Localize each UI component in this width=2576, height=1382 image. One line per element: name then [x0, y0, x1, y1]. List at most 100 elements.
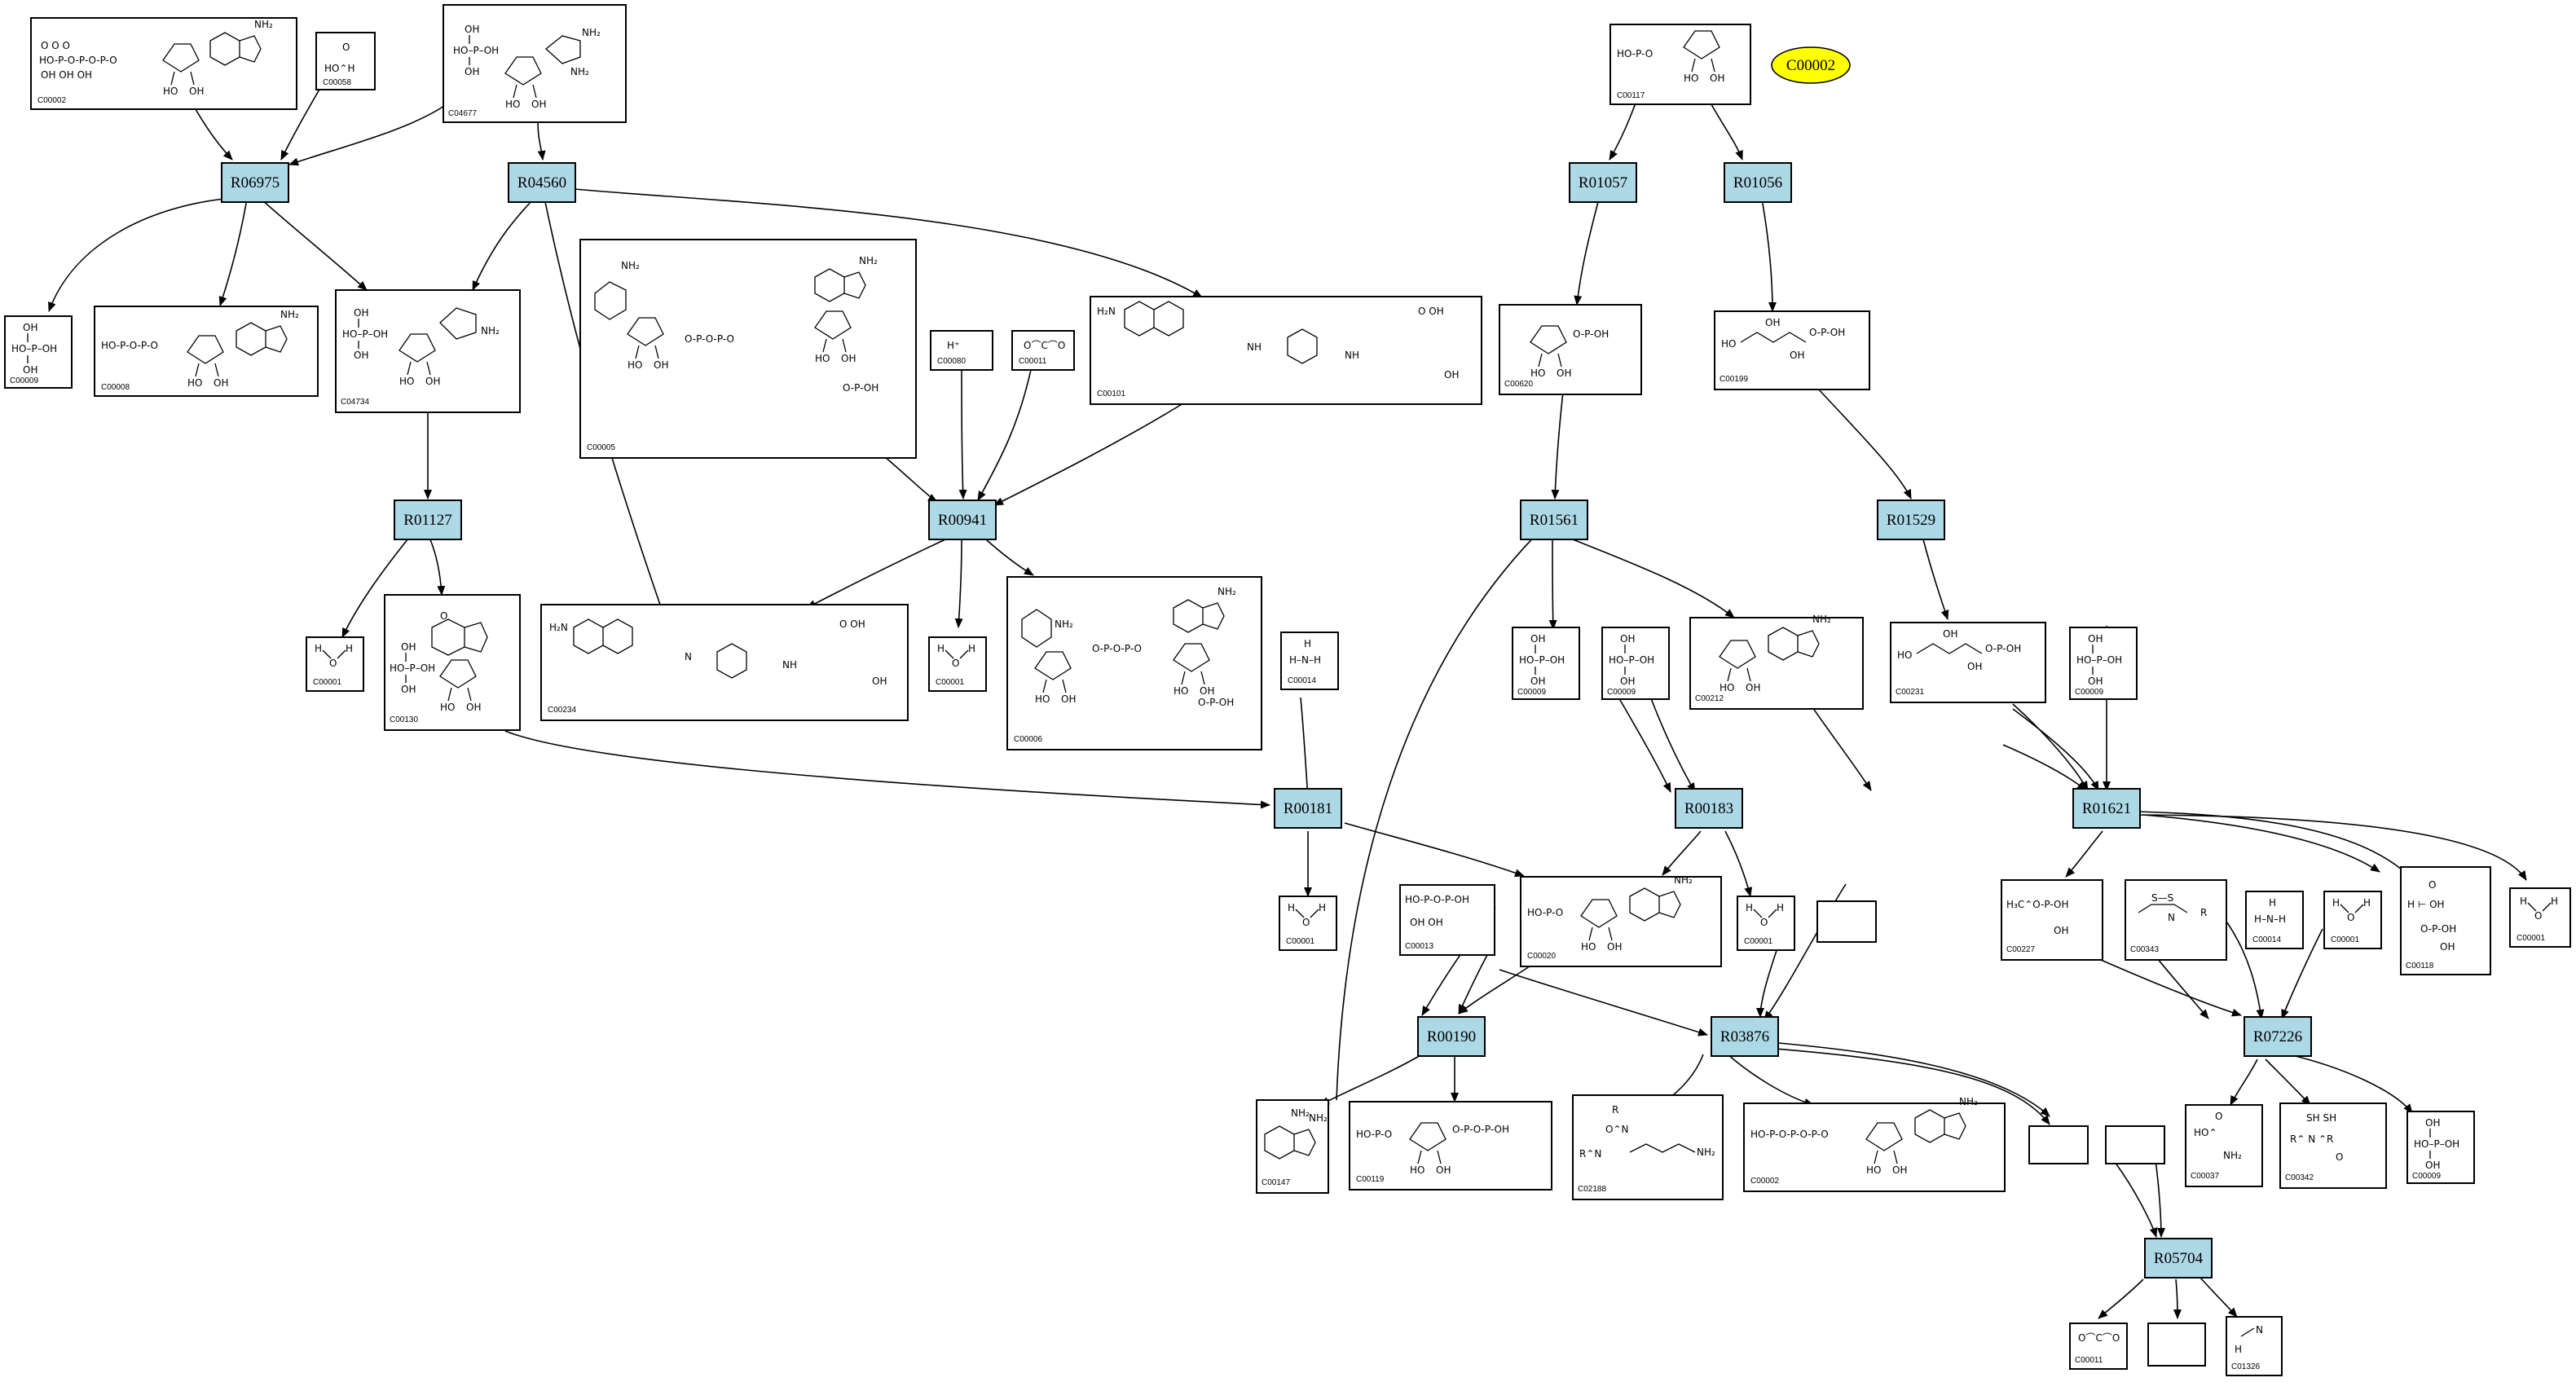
compound-C00117[interactable]: HO-P-O C00117 [1609, 24, 1751, 105]
compound-C04734[interactable]: NH₂ C04734 [335, 289, 521, 413]
compound-C01326[interactable]: N H C01326 [2226, 1316, 2283, 1376]
compound-C00009-d[interactable]: C00009 [2069, 627, 2138, 700]
compound-C00212[interactable]: C00212 [1689, 613, 1864, 710]
compound-C04677[interactable]: NH₂ NH₂ C04677 [443, 4, 627, 123]
compound-label: C00119 [1356, 1175, 1385, 1184]
svg-text:OH: OH [1444, 369, 1459, 381]
compound-empty-a[interactable] [1816, 900, 1877, 943]
compound-C00006[interactable]: NH₂ O-P-O-P-O O-P-OH C00006 [1006, 576, 1262, 750]
compound-C00037[interactable]: O HO⌃ NH₂ C00037 [2185, 1104, 2263, 1187]
compound-C00014-a[interactable]: H H–N–H C00014 [1280, 632, 1339, 690]
compound-C00011-b[interactable]: O⌒C⌒O C00011 [2069, 1323, 2128, 1370]
svg-text:NH: NH [782, 659, 797, 671]
compound-C00342[interactable]: SH SH R⌃ N ⌃R O C00342 [2279, 1103, 2387, 1189]
svg-text:O-P-O-P-O: O-P-O-P-O [685, 333, 734, 345]
compound-C00234[interactable]: H₂N N NH O OH OH C00234 [540, 604, 909, 721]
compound-C00013[interactable]: HO-P-O-P-OH OH OH C00013 [1399, 884, 1495, 956]
compound-label: C00001 [2331, 935, 2359, 944]
svg-text:R07226: R07226 [2253, 1028, 2302, 1045]
compound-label: C00001 [1286, 937, 1314, 946]
compound-C00101[interactable]: H₂N NH NH O OH OH C00101 [1090, 296, 1482, 405]
compound-C00119[interactable]: HO-P-O O-P-O-P-OH C00119 [1349, 1101, 1552, 1191]
highlight-ellipse[interactable]: C00002 [1771, 46, 1851, 84]
compound-label: C00101 [1097, 390, 1125, 398]
reaction-R00183[interactable]: R00183 [1675, 788, 1743, 829]
compound-empty-b[interactable] [2028, 1125, 2089, 1164]
svg-text:HO: HO [1721, 338, 1736, 350]
reaction-R00181[interactable]: R00181 [1274, 788, 1342, 829]
svg-text:R01057: R01057 [1579, 174, 1627, 191]
compound-C00227[interactable]: H₃C⌃O-P-OH OH C00227 [2001, 879, 2103, 961]
reaction-R05704[interactable]: R05704 [2144, 1238, 2213, 1279]
svg-text:O: O [440, 610, 447, 622]
svg-text:HO-P-O: HO-P-O [1617, 48, 1653, 59]
compound-C00008[interactable]: HO-P-O-P-O C00008 [94, 306, 319, 397]
svg-text:N: N [685, 651, 692, 662]
compound-empty-d[interactable] [2147, 1323, 2206, 1367]
compound-label: C00343 [2130, 945, 2159, 954]
compound-C00002-a[interactable]: O O O HO-P-O-P-O-P-O OH OH OH C00002 [30, 17, 297, 110]
compound-C00080[interactable]: H⁺ C00080 [930, 330, 993, 371]
reaction-R00941[interactable]: R00941 [928, 500, 997, 540]
compound-C00058[interactable]: O HO⌃H C00058 [315, 32, 376, 90]
reaction-R01561[interactable]: R01561 [1520, 500, 1588, 540]
compound-C00118[interactable]: O H ⊢ OH O-P-OH OH C00118 [2400, 866, 2491, 975]
svg-text:O-P-O-P-OH: O-P-O-P-OH [1452, 1124, 1509, 1135]
compound-C02188[interactable]: R O⌃N R⌃N NH₂ C02188 [1572, 1094, 1724, 1200]
svg-text:O: O [2428, 879, 2436, 891]
compound-C00011-a[interactable]: O⌒C⌒O C00011 [1011, 330, 1075, 371]
compound-label: C00011 [2075, 1356, 2103, 1365]
compound-label: C00009 [2075, 688, 2103, 697]
reaction-R01056[interactable]: R01056 [1724, 162, 1792, 203]
compound-C00001-c[interactable]: C00001 [1279, 896, 1337, 951]
compound-C00014-b[interactable]: H H–N–H C00014 [2245, 891, 2304, 949]
reaction-R06975[interactable]: R06975 [221, 162, 289, 203]
svg-text:O-P-OH: O-P-OH [1985, 643, 2021, 654]
svg-text:OH: OH [2054, 925, 2068, 936]
compound-C00009-b[interactable]: C00009 [1512, 627, 1580, 700]
svg-text:R05704: R05704 [2154, 1250, 2204, 1267]
reaction-R03876[interactable]: R03876 [1711, 1016, 1779, 1057]
compound-C00343[interactable]: S—S N R C00343 [2125, 879, 2227, 961]
compound-C00130[interactable]: O C00130 [384, 594, 521, 731]
svg-text:HO-P-O: HO-P-O [1527, 907, 1563, 918]
svg-text:OH: OH [1943, 628, 1957, 640]
compound-label: C00009 [2412, 1172, 2441, 1181]
svg-text:H–N–H: H–N–H [2254, 913, 2286, 925]
reaction-R00190[interactable]: R00190 [1417, 1016, 1486, 1057]
svg-text:R00190: R00190 [1427, 1028, 1476, 1045]
compound-C00009-e[interactable]: C00009 [2406, 1111, 2475, 1184]
reaction-R01529[interactable]: R01529 [1877, 500, 1945, 540]
compound-C00001-d[interactable]: C00001 [1737, 896, 1795, 951]
svg-text:O⌒C⌒O: O⌒C⌒O [2078, 1332, 2120, 1344]
compound-C00147[interactable]: NH₂ C00147 [1256, 1099, 1329, 1194]
compound-C00001-a[interactable]: C00001 [306, 636, 364, 692]
reaction-R04560[interactable]: R04560 [508, 162, 576, 203]
reaction-R07226[interactable]: R07226 [2244, 1016, 2312, 1057]
svg-text:OH OH OH: OH OH OH [41, 69, 92, 81]
svg-text:HO-P-O-P-O: HO-P-O-P-O [101, 340, 158, 351]
compound-label: C00014 [1288, 676, 1316, 685]
compound-C00231[interactable]: HO OH OH O-P-OH C00231 [1890, 622, 2046, 703]
reaction-R01621[interactable]: R01621 [2072, 788, 2141, 829]
compound-label: C00001 [936, 678, 964, 687]
compound-label: C00058 [323, 78, 351, 87]
compound-C00001-e[interactable]: C00001 [2323, 891, 2382, 949]
svg-text:H₂N: H₂N [549, 622, 568, 633]
compound-C00620[interactable]: O-P-OH C00620 [1499, 304, 1642, 395]
reaction-R01057[interactable]: R01057 [1569, 162, 1637, 203]
reaction-R01127[interactable]: R01127 [394, 500, 462, 540]
compound-C00005[interactable]: NH₂ O-P-O-P-O O-P-OH C00005 [579, 239, 917, 459]
svg-text:R01621: R01621 [2082, 800, 2131, 817]
compound-C00001-f[interactable]: C00001 [2509, 887, 2571, 948]
compound-C00001-b[interactable]: C00001 [928, 636, 987, 692]
compound-empty-c[interactable] [2105, 1125, 2165, 1164]
compound-C00020[interactable]: HO-P-O C00020 [1520, 874, 1722, 967]
compound-label: C04677 [448, 109, 477, 118]
compound-C00009-c[interactable]: C00009 [1601, 627, 1670, 700]
compound-C00002-b[interactable]: HO-P-O-P-O-P-O C00002 [1743, 1095, 2006, 1192]
svg-text:O⌃N: O⌃N [1605, 1124, 1628, 1135]
compound-C00199[interactable]: HO OH OH O-P-OH C00199 [1714, 310, 1870, 390]
compound-label: C00130 [390, 715, 418, 724]
compound-C00009-a[interactable]: C00009 [4, 315, 73, 389]
